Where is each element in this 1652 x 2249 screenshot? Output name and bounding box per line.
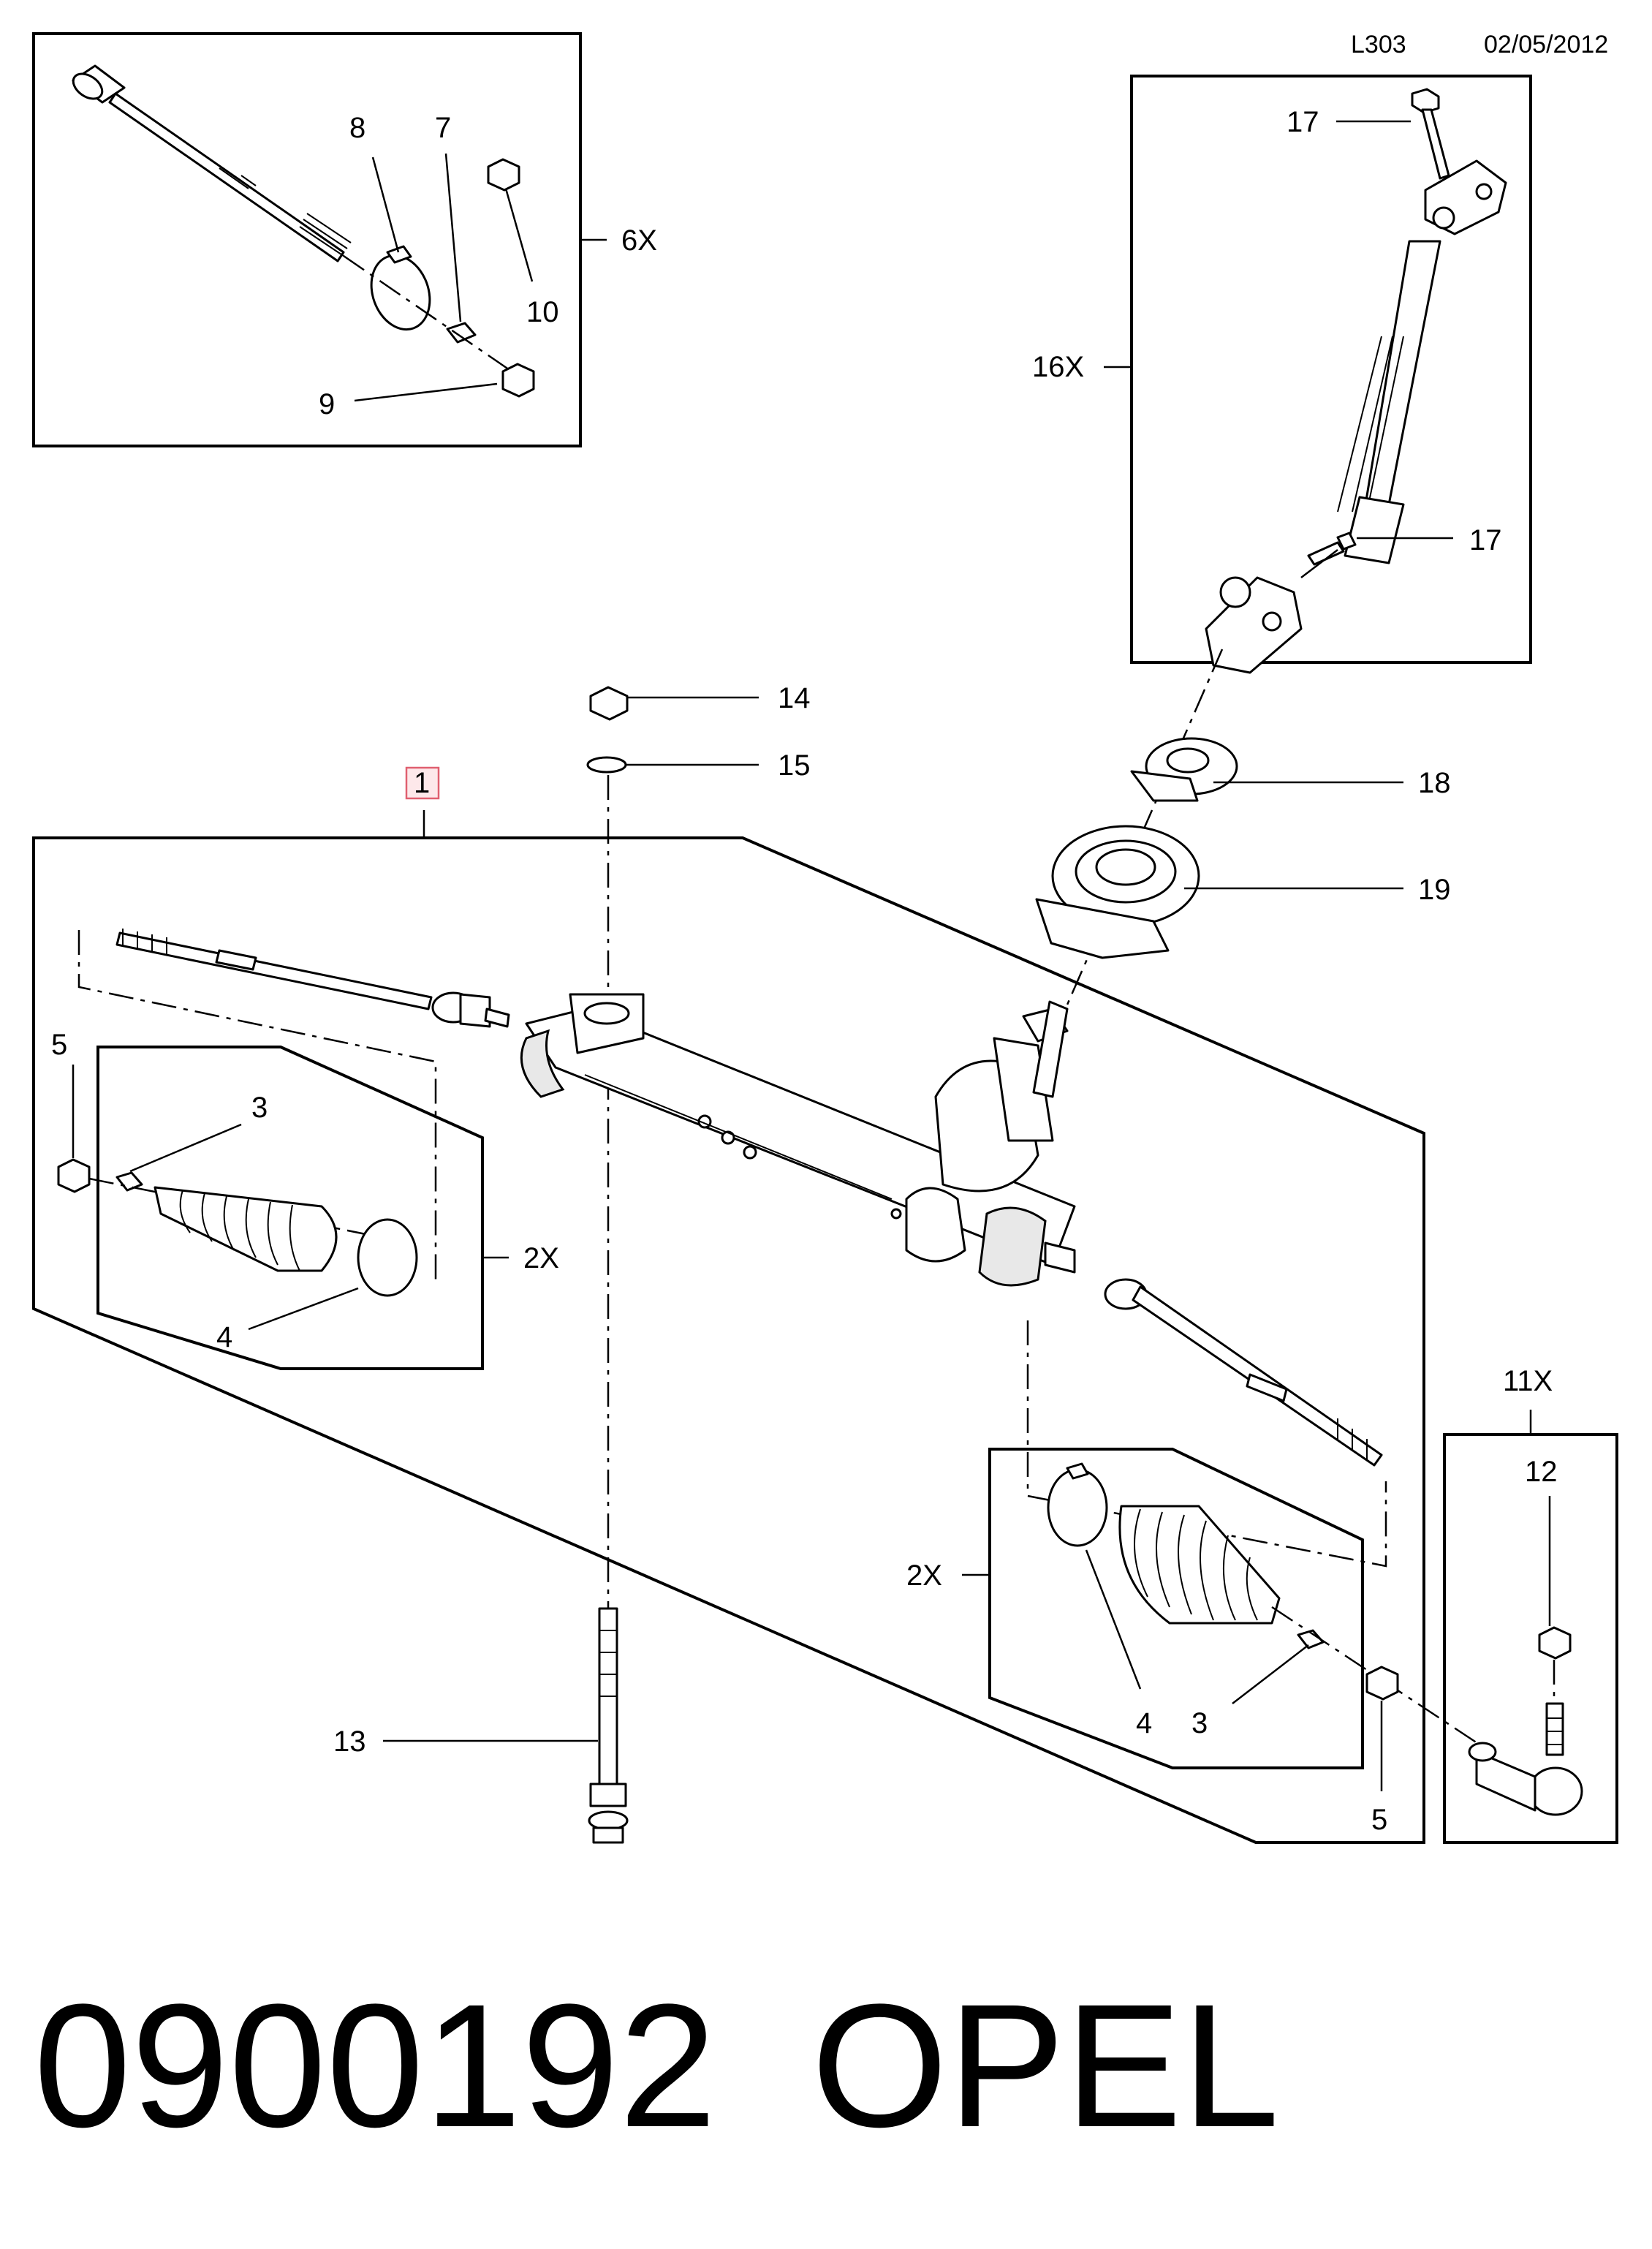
seal-18-part bbox=[1130, 737, 1238, 802]
callout-13: 13 bbox=[333, 1726, 366, 1758]
clamp-4-right-part bbox=[1047, 1468, 1108, 1547]
callout-15: 15 bbox=[778, 749, 811, 782]
callout-4-right: 4 bbox=[1136, 1707, 1152, 1739]
callout-10: 10 bbox=[526, 296, 559, 328]
bellows-boot-right-part bbox=[1118, 1505, 1281, 1625]
callout-5-left: 5 bbox=[51, 1029, 67, 1061]
callout-2x-left: 2X bbox=[523, 1242, 559, 1274]
callout-12: 12 bbox=[1525, 1456, 1558, 1488]
rack-assembly-frame bbox=[32, 810, 1425, 1844]
callout-3-right: 3 bbox=[1191, 1707, 1208, 1739]
callout-9: 9 bbox=[319, 388, 335, 420]
outer-tie-rod-end-part bbox=[1468, 1702, 1583, 1816]
clamp-4-left-part bbox=[357, 1218, 418, 1297]
callout-1-highlight[interactable]: 1 bbox=[405, 766, 440, 800]
brand-name: OPEL bbox=[811, 1968, 1279, 2163]
sheet-code: L303 bbox=[1351, 31, 1406, 58]
nut-10-part bbox=[487, 158, 520, 192]
callout-16x: 16X bbox=[1032, 351, 1084, 383]
intermediate-shaft-part bbox=[1205, 88, 1507, 674]
boot-kit-2x-left-box bbox=[57, 1046, 509, 1370]
callout-19: 19 bbox=[1418, 874, 1451, 906]
callout-17-bottom: 17 bbox=[1469, 524, 1502, 556]
callout-8: 8 bbox=[349, 112, 365, 144]
clip-part bbox=[446, 322, 477, 344]
callout-11x: 11X bbox=[1503, 1365, 1553, 1397]
callout-18: 18 bbox=[1418, 767, 1451, 799]
clip-3-right-part bbox=[1297, 1629, 1325, 1649]
bellows-boot-left-part bbox=[154, 1186, 338, 1272]
callout-3-left: 3 bbox=[251, 1092, 268, 1124]
nut-12-part bbox=[1538, 1626, 1572, 1660]
part-number: 0900192 bbox=[34, 1968, 716, 2163]
callout-14: 14 bbox=[778, 682, 811, 714]
clamp-ring-part bbox=[370, 254, 431, 331]
nut-9-part bbox=[501, 363, 535, 398]
callout-6x: 6X bbox=[621, 224, 657, 257]
boot-kit-2x-right-box bbox=[962, 1448, 1485, 1769]
kit-6x-box bbox=[32, 32, 607, 447]
sheet-date: 02/05/2012 bbox=[1484, 31, 1608, 58]
callout-1: 1 bbox=[414, 767, 430, 799]
nut-5-left-part bbox=[57, 1158, 91, 1193]
callout-17-top: 17 bbox=[1287, 106, 1319, 138]
nut-5-right-part bbox=[1365, 1666, 1399, 1701]
dust-boot-19-part bbox=[1035, 825, 1200, 959]
kit-11x-box bbox=[1443, 1410, 1618, 1844]
callout-5-right: 5 bbox=[1371, 1804, 1387, 1836]
bolt-13-part bbox=[588, 1607, 629, 1844]
left-inner-tie-rod-part bbox=[77, 929, 510, 1284]
inner-tie-rod-kit-part bbox=[72, 64, 352, 262]
steering-rack-housing-part bbox=[520, 993, 1076, 1287]
callout-2x-right: 2X bbox=[906, 1560, 942, 1592]
callout-7: 7 bbox=[435, 112, 451, 144]
washer-15-part bbox=[586, 756, 627, 774]
callout-4-left: 4 bbox=[216, 1321, 232, 1353]
kit-16x-box bbox=[1104, 75, 1532, 674]
nut-14-part bbox=[589, 686, 629, 721]
